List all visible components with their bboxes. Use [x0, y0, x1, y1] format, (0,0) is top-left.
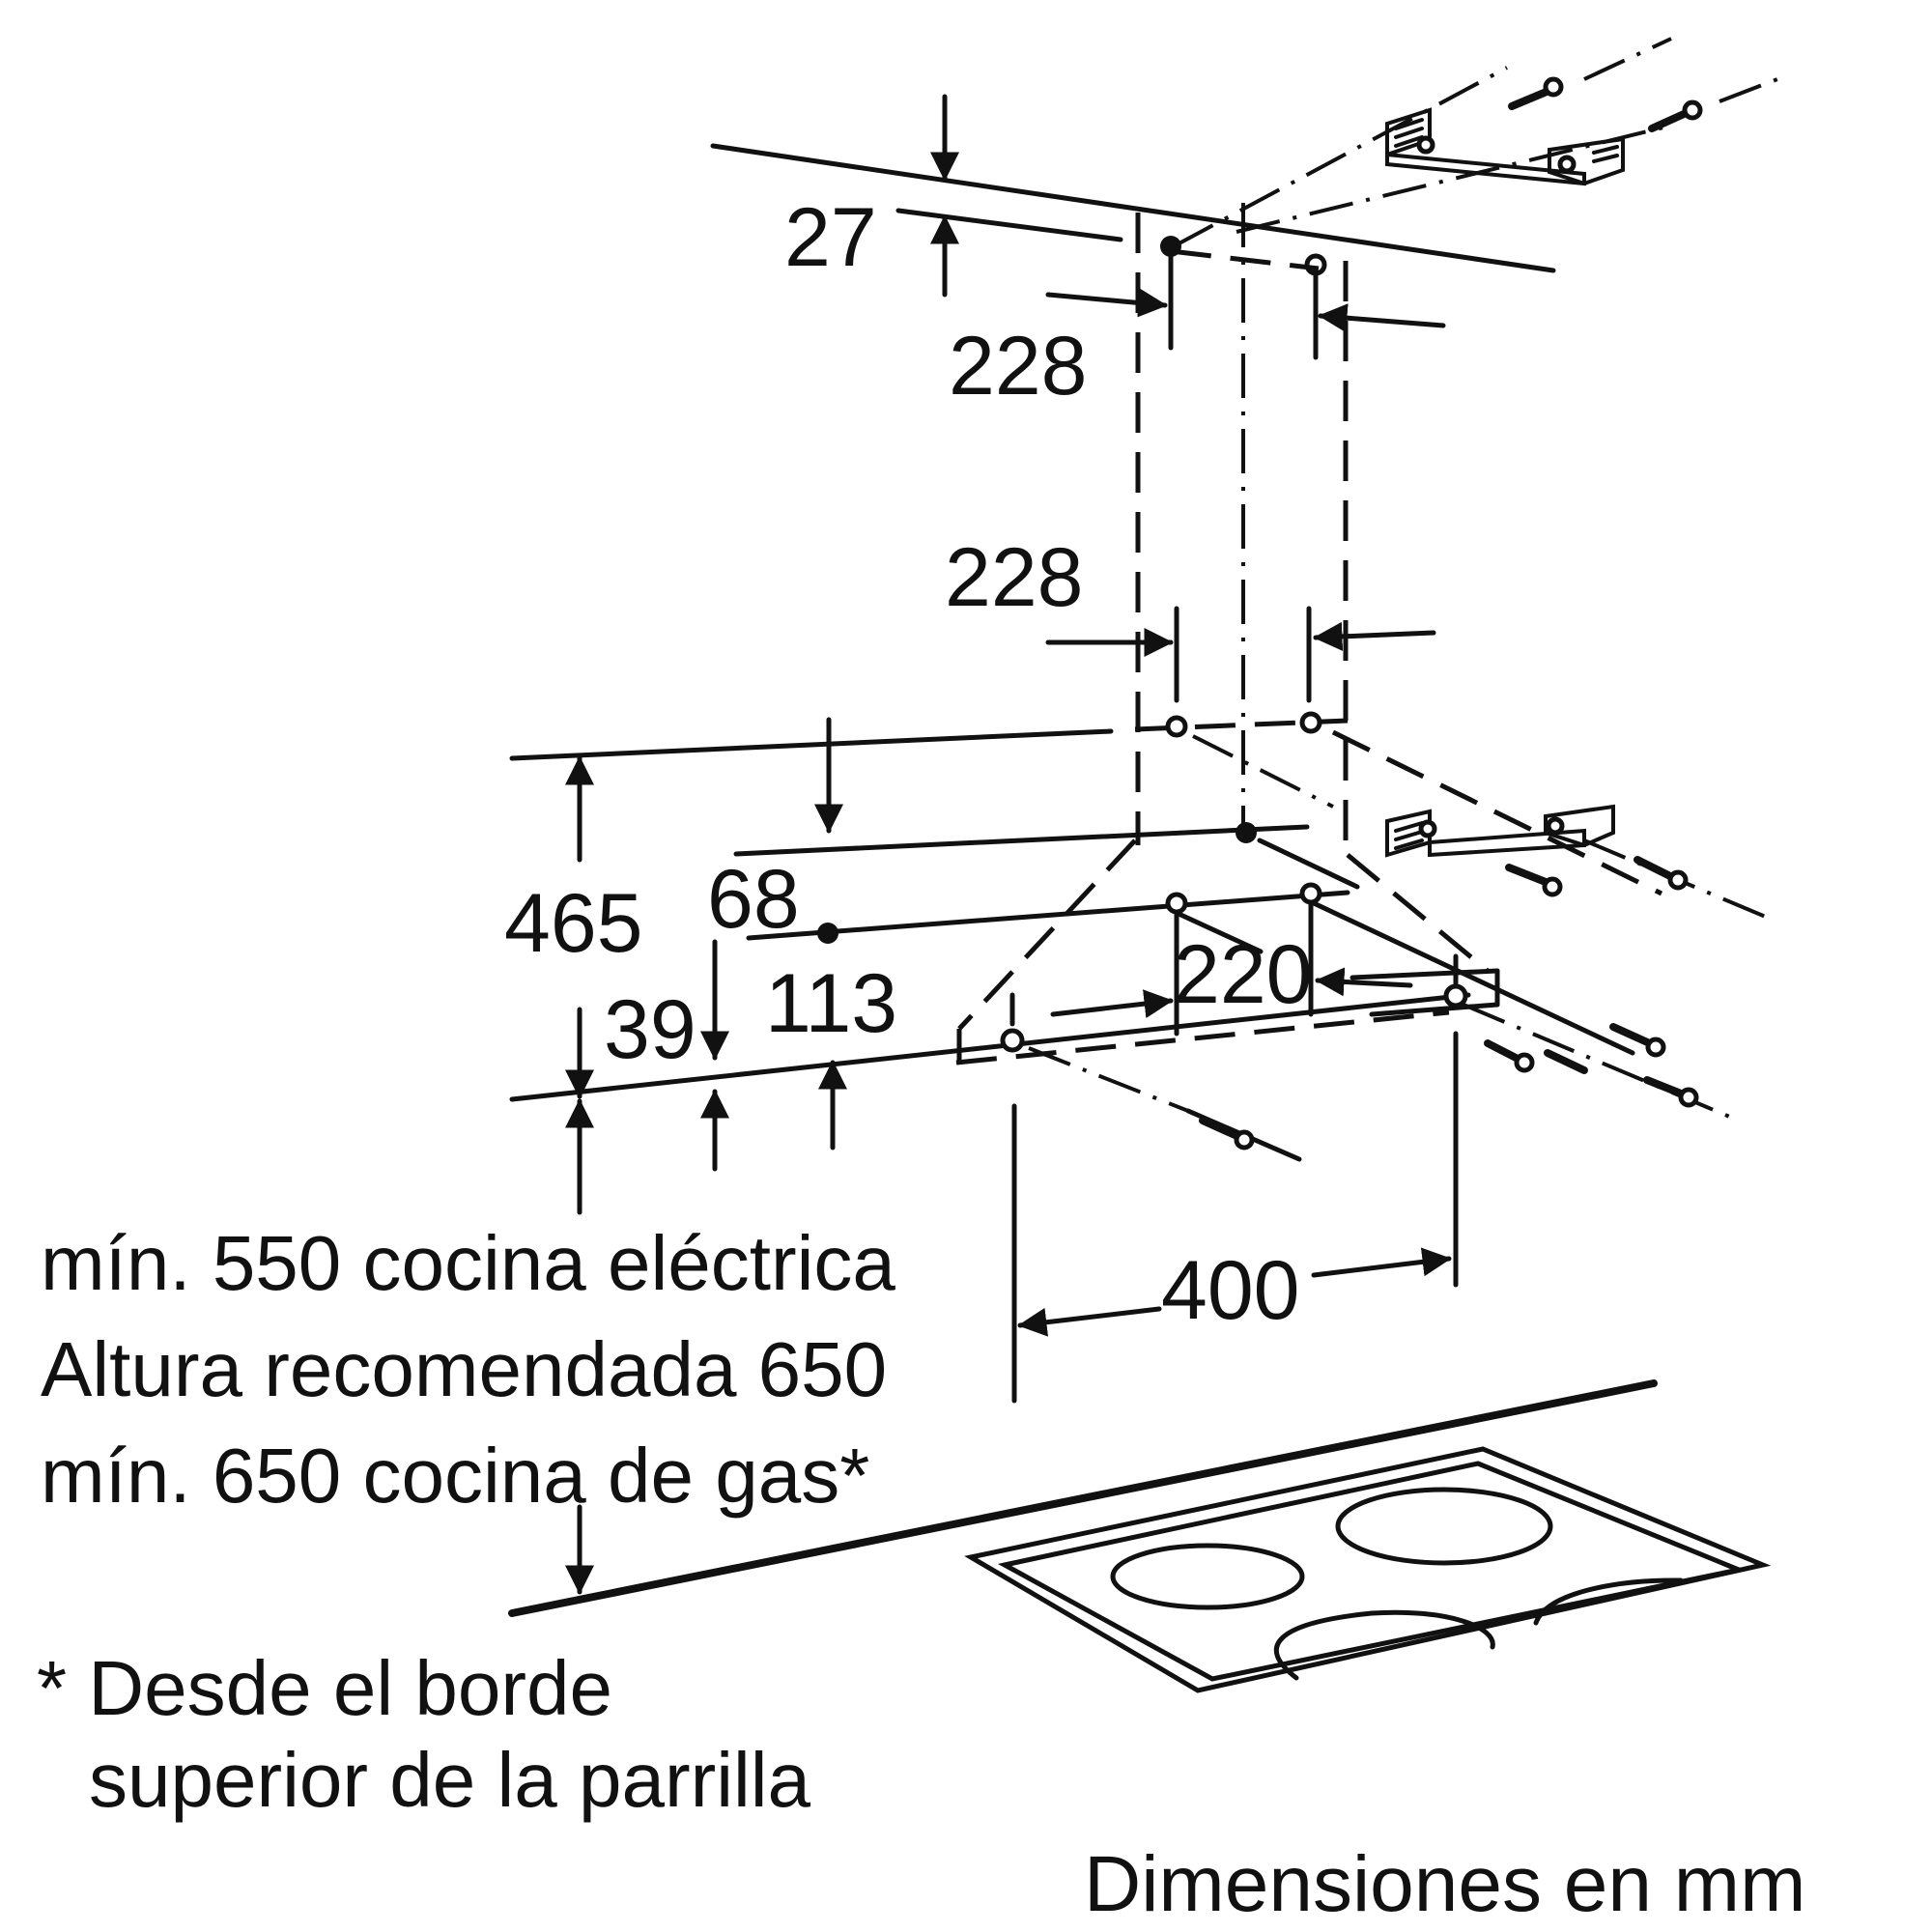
middle-wall-bracket — [1385, 804, 1769, 920]
chimney-outline — [1135, 203, 1349, 860]
dimension-113-label: 113 — [765, 957, 897, 1050]
dimension-220-label: 220 — [1174, 928, 1313, 1021]
dimension-465-label: 465 — [504, 877, 643, 970]
hood-lower-edge — [509, 953, 1740, 1162]
dimension-228-top-arrows — [1045, 288, 1446, 333]
top-mounting-holes — [1160, 236, 1327, 276]
dimension-228-top-label: 228 — [949, 320, 1088, 412]
dimension-68-label: 68 — [707, 853, 800, 946]
footnote-line-2: superior de la parrilla — [89, 1737, 811, 1823]
cooktop — [508, 1379, 1772, 1693]
hood-body — [733, 822, 1635, 1063]
top-axis-lines — [1173, 66, 1672, 248]
top-wall-bracket — [1385, 107, 1625, 186]
units-caption: Dimensiones en mm — [1084, 1840, 1805, 1928]
dimension-39-label: 39 — [604, 983, 696, 1076]
dimension-228-mid-arrows — [1045, 606, 1436, 703]
recommended-height-note: Altura recomendada 650 — [41, 1326, 887, 1412]
footnote-line-1: * Desde el borde — [37, 1645, 612, 1731]
dimension-27-label: 27 — [784, 191, 877, 284]
dimension-400-arrows — [1011, 1031, 1459, 1404]
middle-wall-line — [509, 711, 1663, 896]
min-height-electric-note: mín. 550 cocina eléctrica — [41, 1220, 895, 1306]
dimension-400-label: 400 — [1161, 1244, 1300, 1337]
top-screws — [1508, 37, 1778, 132]
dimension-228-mid-label: 228 — [945, 531, 1084, 624]
dimension-220-arrows — [1050, 900, 1413, 1037]
min-height-gas-note: mín. 650 cocina de gas* — [41, 1433, 869, 1519]
